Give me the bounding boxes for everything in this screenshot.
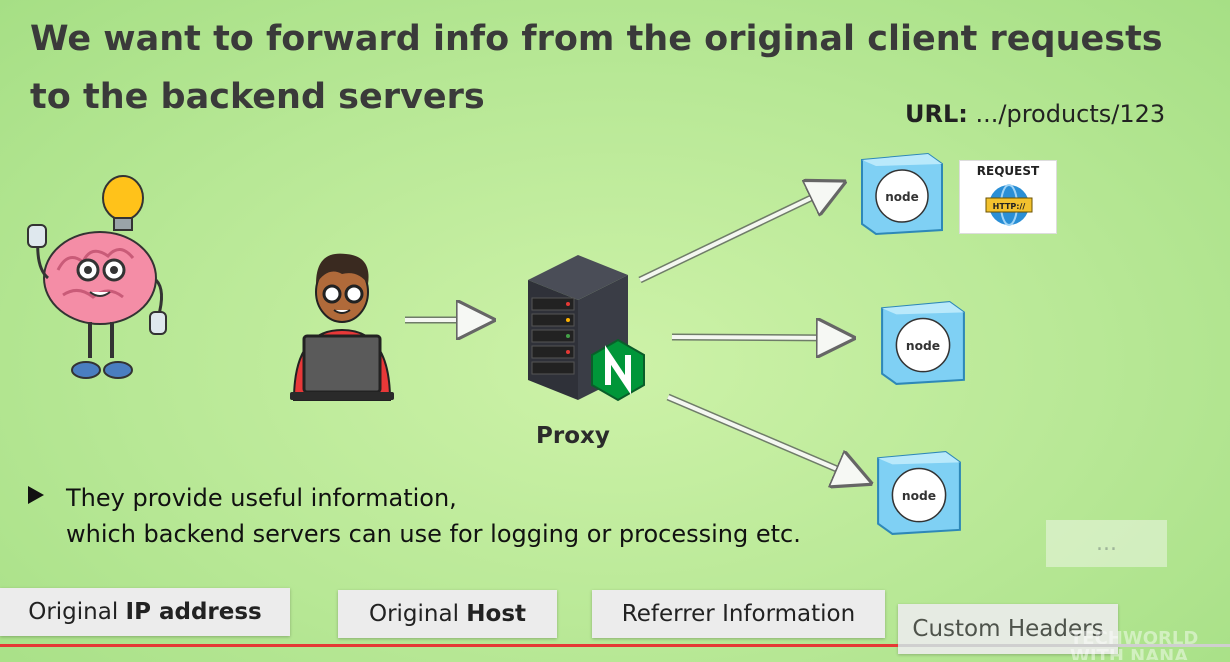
developer-laptop-icon xyxy=(290,253,394,401)
backend-server-2: node xyxy=(878,298,968,390)
http-label: HTTP:// xyxy=(993,202,1026,211)
url-value: .../products/123 xyxy=(967,100,1166,128)
proxy-label: Proxy xyxy=(536,423,610,449)
video-progress-bar[interactable] xyxy=(0,644,1230,647)
tag-ip-prefix: Original xyxy=(28,599,126,625)
channel-watermark: TECHWORLD WITH NANA xyxy=(1070,630,1199,660)
request-url: URL: .../products/123 xyxy=(905,100,1165,128)
backend-server-1: node xyxy=(858,150,946,240)
node-label: node xyxy=(902,489,936,503)
node-cube-icon: node xyxy=(861,152,943,236)
video-progress-fill xyxy=(0,644,898,647)
bullet-triangle-icon xyxy=(28,486,44,504)
node-cube-icon: node xyxy=(881,301,965,385)
node-label: node xyxy=(885,190,919,204)
tag-ip-bold: IP address xyxy=(125,599,262,625)
backend-server-3: node xyxy=(874,448,964,540)
node-label: node xyxy=(906,339,940,353)
more-headers-placeholder: ... xyxy=(1046,520,1167,567)
request-label: REQUEST xyxy=(976,164,1040,178)
url-label: URL: xyxy=(905,100,968,128)
tag-referrer-information: Referrer Information xyxy=(592,590,885,638)
bullet-line-1: They provide useful information, xyxy=(66,484,457,512)
nginx-icon xyxy=(591,338,645,402)
request-card: REQUEST HTTP:// xyxy=(959,160,1057,234)
tag-host-bold: Host xyxy=(466,601,527,627)
brain-mascot-icon xyxy=(27,175,167,379)
arrow-right-icon xyxy=(667,395,858,478)
slide-title: We want to forward info from the origina… xyxy=(30,19,1163,117)
server-rack-icon xyxy=(528,255,645,402)
node-cube-icon: node xyxy=(877,451,961,535)
lightbulb-icon xyxy=(102,175,144,231)
bullet-line-2: which backend servers can use for loggin… xyxy=(66,520,801,548)
globe-http-icon: HTTP:// xyxy=(985,184,1033,226)
tag-host-prefix: Original xyxy=(368,601,467,627)
arrow-right-icon xyxy=(671,337,840,338)
arrow-right-icon xyxy=(639,188,832,282)
tag-original-ip: Original IP address xyxy=(0,588,290,636)
tag-original-host: Original Host xyxy=(338,590,557,638)
